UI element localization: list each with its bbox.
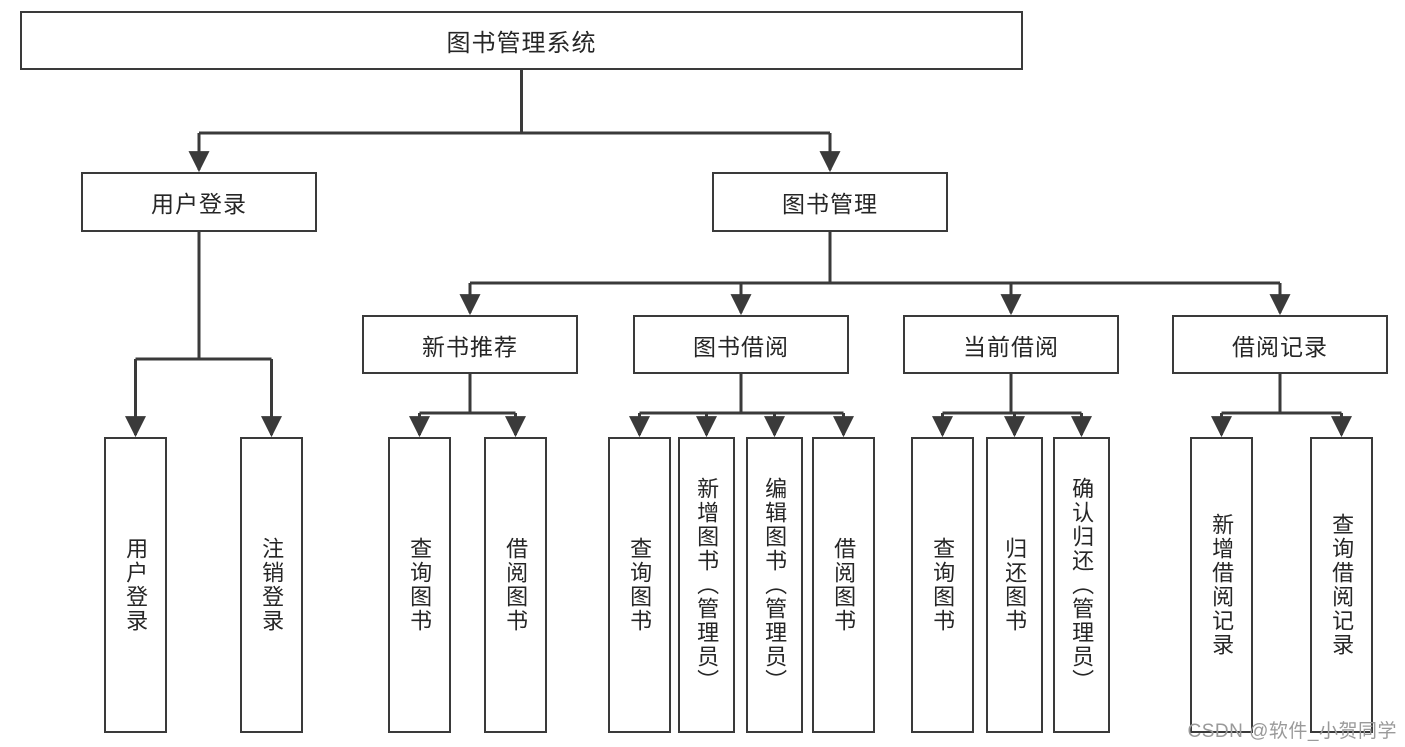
node-label: 图书管理	[782, 191, 878, 217]
node-leaf-query-record[interactable]: 查询借阅记录	[1310, 437, 1373, 733]
node-label: 查询借阅记录	[1329, 513, 1355, 657]
node-label: 图书管理系统	[446, 30, 597, 57]
node-label: 当前借阅	[963, 333, 1059, 360]
node-book-borrow[interactable]: 图书借阅	[633, 315, 849, 374]
node-leaf-add-record[interactable]: 新增借阅记录	[1190, 437, 1253, 733]
node-leaf-return-book[interactable]: 归还图书	[986, 437, 1043, 733]
node-leaf-edit-book[interactable]: 编辑图书（管理员）	[746, 437, 803, 733]
node-leaf-query-book-1[interactable]: 查询图书	[388, 437, 451, 733]
watermark-text: CSDN @软件_小贺同学	[1187, 721, 1397, 742]
node-label: 借阅图书	[503, 537, 529, 633]
node-label: 查询图书	[407, 537, 433, 633]
node-borrow-record[interactable]: 借阅记录	[1172, 315, 1388, 374]
node-label: 借阅图书	[831, 537, 857, 633]
node-root[interactable]: 图书管理系统	[20, 11, 1023, 70]
node-current-borrow[interactable]: 当前借阅	[903, 315, 1119, 374]
node-new-book-rec[interactable]: 新书推荐	[362, 315, 578, 374]
node-label: 查询图书	[930, 537, 956, 633]
node-user-login[interactable]: 用户登录	[81, 172, 317, 232]
node-label: 用户登录	[123, 537, 149, 633]
node-leaf-query-book-2[interactable]: 查询图书	[608, 437, 671, 733]
node-label: 新书推荐	[422, 333, 518, 360]
node-label: 归还图书	[1002, 537, 1028, 633]
node-label: 编辑图书（管理员）	[762, 477, 788, 693]
node-leaf-borrow-book-1[interactable]: 借阅图书	[484, 437, 547, 733]
node-label: 图书借阅	[693, 333, 789, 360]
node-label: 借阅记录	[1232, 333, 1328, 360]
node-leaf-logout[interactable]: 注销登录	[240, 437, 303, 733]
node-leaf-add-book[interactable]: 新增图书（管理员）	[678, 437, 735, 733]
node-leaf-query-book-3[interactable]: 查询图书	[911, 437, 974, 733]
node-label: 新增图书（管理员）	[694, 477, 720, 693]
node-leaf-confirm-return[interactable]: 确认归还（管理员）	[1053, 437, 1110, 733]
node-label: 确认归还（管理员）	[1069, 477, 1095, 693]
node-leaf-user-login[interactable]: 用户登录	[104, 437, 167, 733]
node-label: 注销登录	[259, 537, 285, 633]
node-label: 新增借阅记录	[1209, 513, 1235, 657]
node-leaf-borrow-book-2[interactable]: 借阅图书	[812, 437, 875, 733]
node-label: 用户登录	[151, 191, 247, 217]
node-label: 查询图书	[627, 537, 653, 633]
node-book-manage[interactable]: 图书管理	[712, 172, 948, 232]
